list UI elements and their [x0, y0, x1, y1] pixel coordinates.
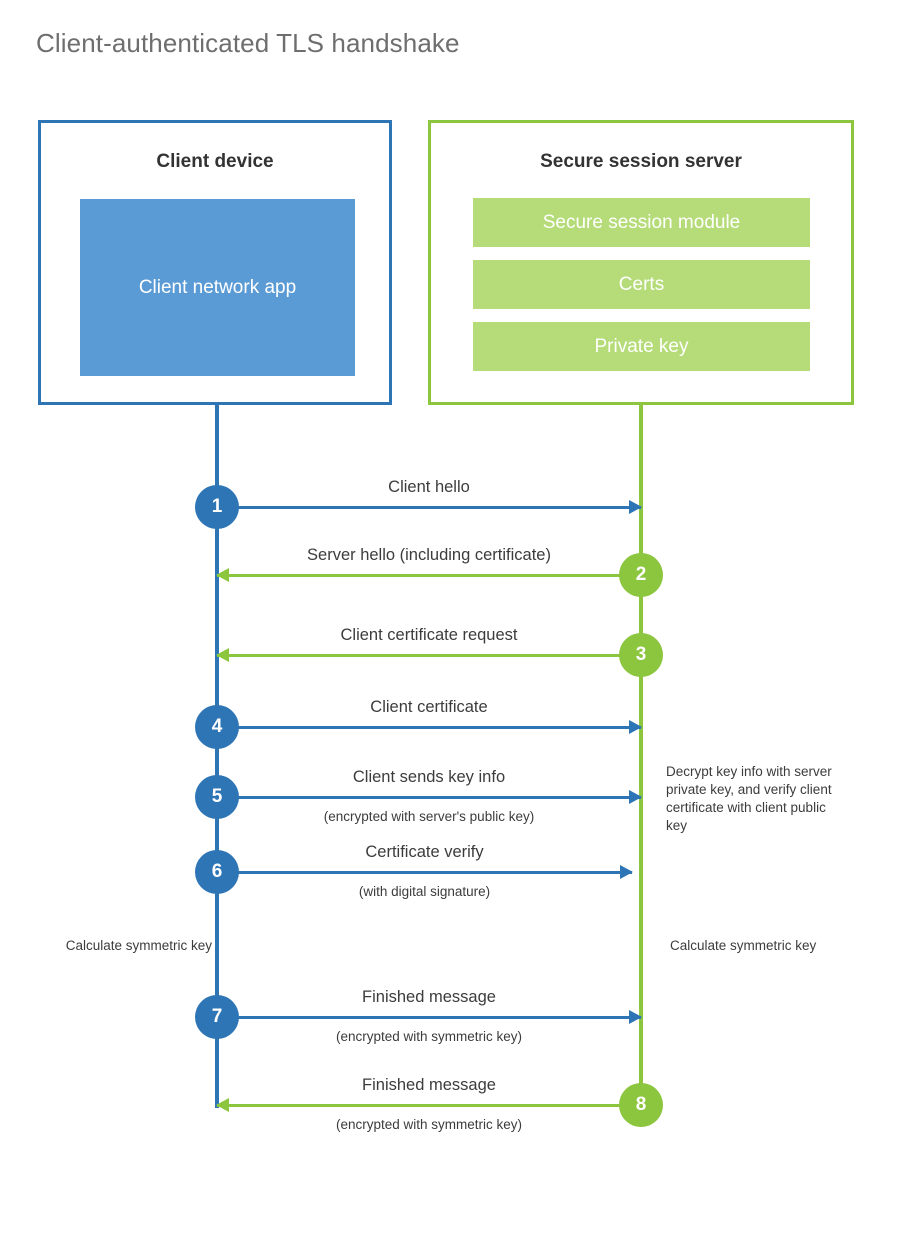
secure-session-server-box: Secure session server Secure session mod… — [428, 120, 854, 405]
arrow-line-8 — [217, 1104, 641, 1107]
arrow-line-3 — [217, 654, 641, 657]
step-badge-3[interactable]: 3 — [619, 633, 663, 677]
server-component-private-key: Private key — [473, 322, 810, 371]
server-lifeline — [639, 402, 643, 1108]
message-sublabel-7: (encrypted with symmetric key) — [335, 1029, 523, 1044]
step-badge-2[interactable]: 2 — [619, 553, 663, 597]
note-server-calculate-symmetric-key: Calculate symmetric key — [670, 938, 817, 953]
secure-session-server-title: Secure session server — [540, 151, 742, 172]
arrow-head-4 — [629, 720, 642, 734]
message-sublabel-5: (encrypted with server's public key) — [323, 809, 535, 824]
arrow-head-8 — [216, 1098, 229, 1112]
client-device-box: Client device Client network app — [38, 120, 392, 405]
client-device-title: Client device — [156, 151, 274, 172]
step-badge-6[interactable]: 6 — [195, 850, 239, 894]
server-component-certs: Certs — [473, 260, 810, 309]
message-label-2: Server hello (including certificate) — [307, 546, 551, 564]
arrow-head-5 — [629, 790, 642, 804]
message-label-3: Client certificate request — [340, 626, 518, 644]
arrow-head-1 — [629, 500, 642, 514]
server-component-secure-session-module: Secure session module — [473, 198, 810, 247]
arrow-line-2 — [217, 574, 641, 577]
arrow-line-4 — [217, 726, 641, 729]
note-server-decrypt-verify: Decrypt key info with server private key… — [666, 764, 832, 833]
note-client-calculate-symmetric-key: Calculate symmetric key — [65, 938, 212, 953]
step-badge-1[interactable]: 1 — [195, 485, 239, 529]
page-title: Client-authenticated TLS handshake — [36, 28, 460, 58]
step-badge-5[interactable]: 5 — [195, 775, 239, 819]
client-network-app-block: Client network app — [80, 199, 355, 376]
message-sublabel-6: (with digital signature) — [358, 884, 491, 899]
arrow-head-3 — [216, 648, 229, 662]
arrow-head-2 — [216, 568, 229, 582]
message-label-4: Client certificate — [370, 698, 488, 716]
arrow-head-7 — [629, 1010, 642, 1024]
client-lifeline — [215, 402, 219, 1108]
message-sublabel-8: (encrypted with symmetric key) — [335, 1117, 523, 1132]
arrow-line-6 — [217, 871, 632, 874]
arrow-line-5 — [217, 796, 641, 799]
step-badge-7[interactable]: 7 — [195, 995, 239, 1039]
step-badge-4[interactable]: 4 — [195, 705, 239, 749]
arrow-line-1 — [217, 506, 641, 509]
arrow-head-6 — [620, 865, 633, 879]
message-label-8: Finished message — [362, 1076, 496, 1094]
message-label-5: Client sends key info — [352, 768, 506, 786]
step-badge-8[interactable]: 8 — [619, 1083, 663, 1127]
message-label-6: Certificate verify — [365, 843, 484, 861]
message-label-7: Finished message — [362, 988, 496, 1006]
arrow-line-7 — [217, 1016, 641, 1019]
message-label-1: Client hello — [388, 478, 470, 496]
